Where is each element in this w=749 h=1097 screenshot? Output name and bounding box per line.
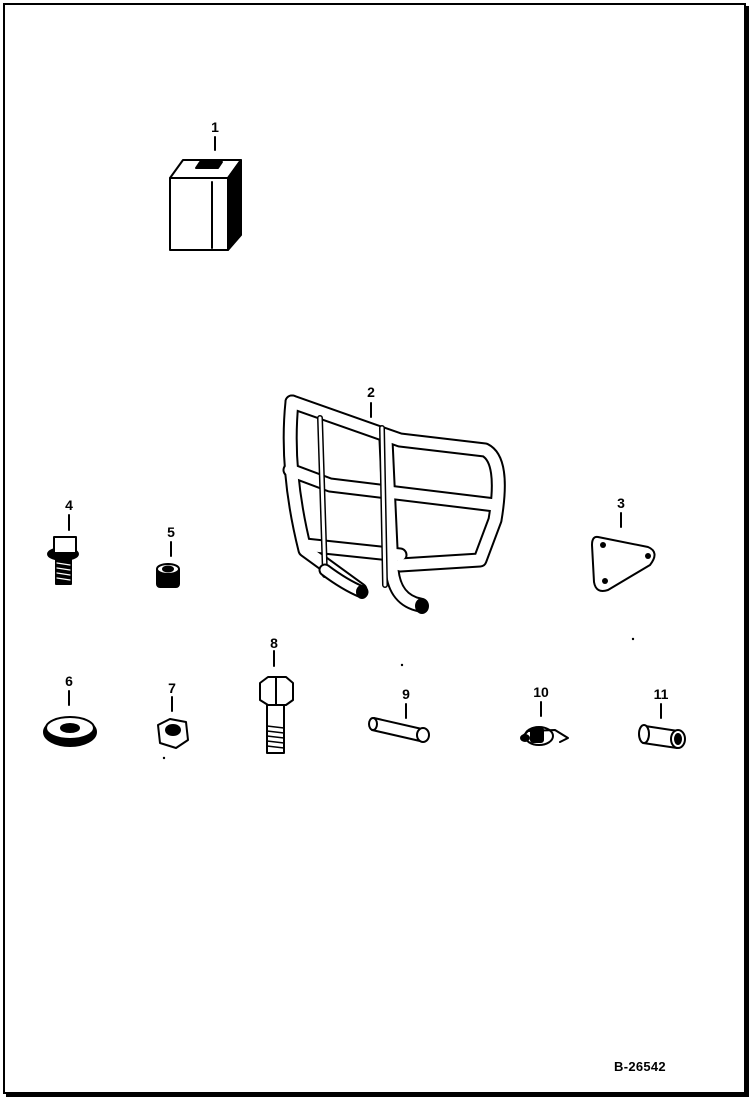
- part-number-4: 4: [65, 497, 73, 513]
- part-number-9: 9: [402, 686, 410, 702]
- part-number-10: 10: [533, 684, 549, 700]
- part-number-1: 1: [211, 119, 219, 135]
- part-number-7: 7: [168, 680, 176, 696]
- part-number-8: 8: [270, 635, 278, 651]
- spacer-bushing-icon: [638, 703, 686, 749]
- hair-pin-clip-icon: [520, 701, 569, 746]
- box-kit-icon: [169, 136, 242, 251]
- grill-guard-icon: [282, 394, 506, 614]
- hex-nut-icon: [157, 696, 189, 749]
- hex-bolt-icon: [259, 650, 294, 754]
- pin-icon: [368, 703, 430, 743]
- part-number-2: 2: [367, 384, 375, 400]
- triangular-plate-icon: [591, 512, 656, 592]
- part-number-5: 5: [167, 524, 175, 540]
- part-number-3: 3: [617, 495, 625, 511]
- diagram-reference-number: B-26542: [614, 1059, 666, 1074]
- part-number-6: 6: [65, 673, 73, 689]
- flange-bolt-icon: [47, 514, 79, 585]
- lock-nut-icon: [156, 541, 180, 588]
- part-number-11: 11: [653, 686, 669, 702]
- flat-washer-icon: [43, 690, 97, 747]
